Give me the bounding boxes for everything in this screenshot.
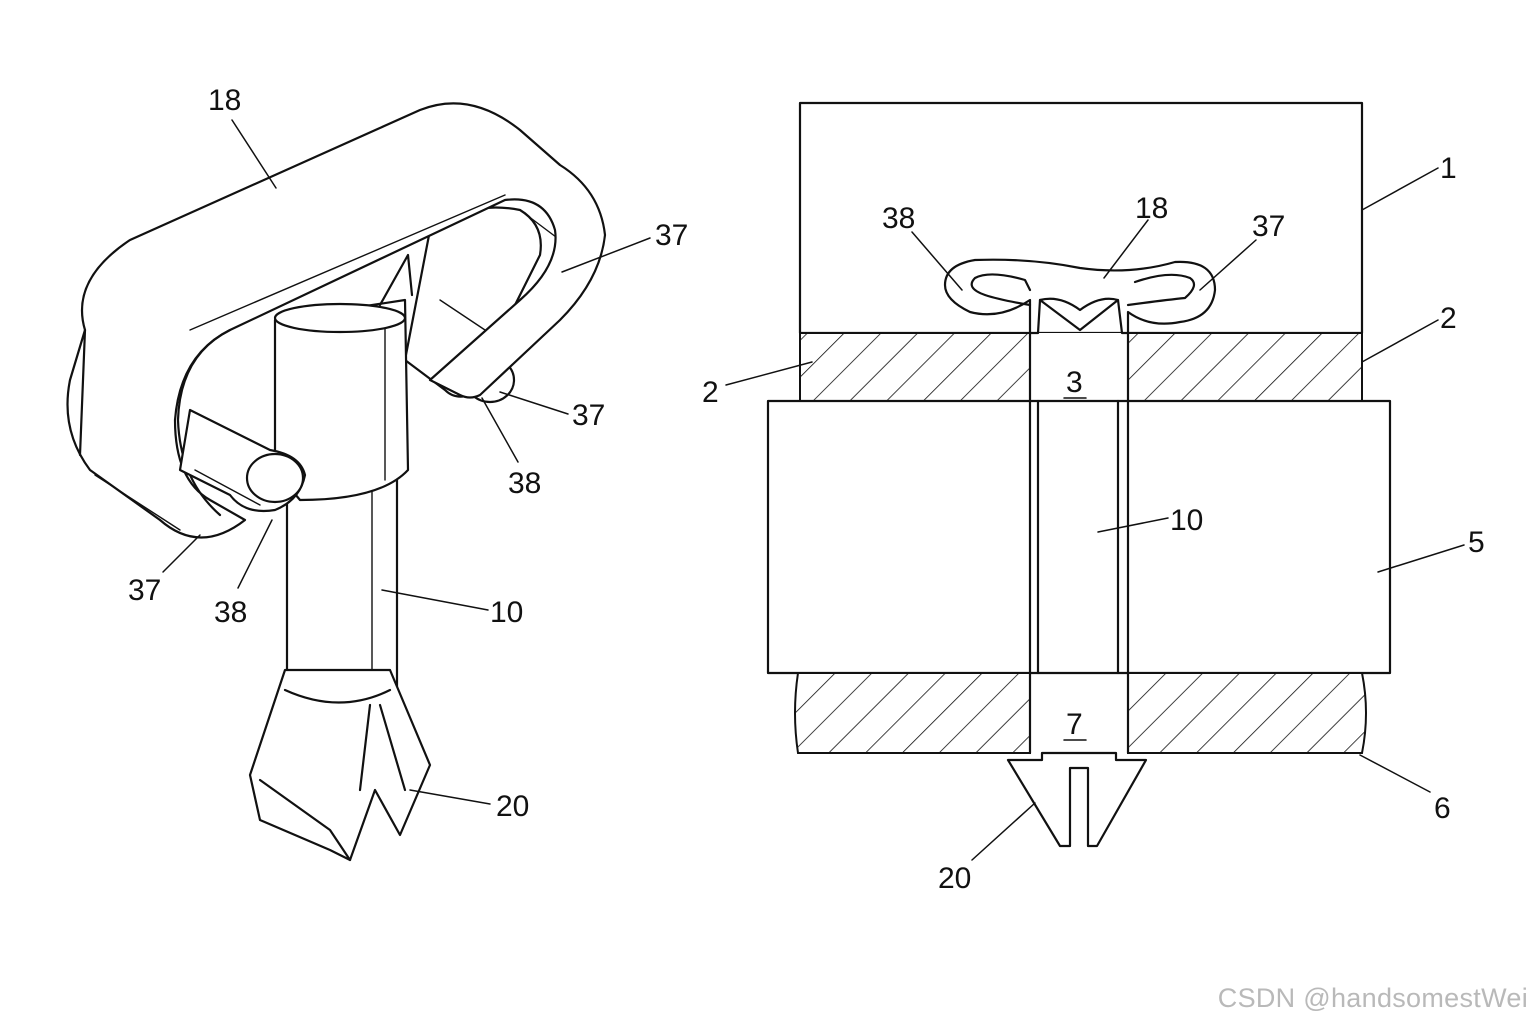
clip-head-18-section bbox=[943, 258, 1217, 335]
barb-20-section bbox=[1006, 751, 1148, 848]
leader-37-right bbox=[499, 391, 569, 415]
ref-20-section: 20 bbox=[938, 862, 971, 895]
layer-2-right bbox=[1127, 332, 1363, 402]
leader-37-back bbox=[561, 237, 651, 273]
leader-38-right bbox=[481, 397, 519, 463]
leader-38-left bbox=[237, 519, 273, 589]
watermark-text: CSDN @handsomestWei bbox=[1217, 983, 1528, 1013]
ref-18-section: 18 bbox=[1135, 192, 1168, 225]
leader-18-section bbox=[1103, 219, 1149, 279]
ref-1: 1 bbox=[1440, 152, 1457, 185]
leader-6 bbox=[1359, 754, 1431, 793]
ref-3: 3 bbox=[1066, 366, 1083, 399]
ref-38-section: 38 bbox=[882, 202, 915, 235]
leader-1 bbox=[1361, 167, 1439, 211]
ref-37-section: 37 bbox=[1252, 210, 1285, 243]
ref-6: 6 bbox=[1434, 792, 1451, 825]
leader-10-section bbox=[1097, 517, 1169, 533]
leader-20-section bbox=[971, 802, 1036, 861]
ref-18-left: 18 bbox=[208, 84, 241, 117]
collar-column bbox=[273, 253, 414, 502]
leader-2-left bbox=[725, 361, 813, 386]
ref-20-left: 20 bbox=[496, 790, 529, 823]
leader-2-right bbox=[1361, 319, 1439, 363]
leader-18-left bbox=[231, 119, 277, 189]
ref-7: 7 bbox=[1066, 708, 1083, 741]
leader-38-section bbox=[911, 231, 963, 291]
shank-10-section bbox=[1028, 331, 1130, 755]
clip-section-figure: 1 2 2 3 38 18 37 10 5 7 6 20 bbox=[702, 101, 1485, 895]
ref-2-left: 2 bbox=[702, 376, 719, 409]
lower-layer-6 bbox=[794, 672, 1367, 754]
leader-10-left bbox=[381, 589, 489, 611]
leader-37-section bbox=[1199, 239, 1257, 291]
shank-10 bbox=[285, 478, 399, 692]
barb-20 bbox=[248, 668, 432, 862]
hook-front-left bbox=[178, 408, 307, 513]
clip-perspective-figure: 18 37 37 38 37 38 10 20 bbox=[66, 84, 688, 862]
layer-2-left bbox=[799, 332, 1031, 402]
ref-37-back: 37 bbox=[655, 219, 688, 252]
clip-head-18 bbox=[66, 102, 607, 539]
ref-37-left: 37 bbox=[128, 574, 161, 607]
ref-38-right: 38 bbox=[508, 467, 541, 500]
leader-20-left bbox=[409, 789, 491, 805]
leader-37-left bbox=[162, 534, 201, 573]
ref-38-left: 38 bbox=[214, 596, 247, 629]
ref-10-section: 10 bbox=[1170, 504, 1203, 537]
leader-5 bbox=[1377, 544, 1465, 573]
ref-5: 5 bbox=[1468, 526, 1485, 559]
ref-2-right: 2 bbox=[1440, 302, 1457, 335]
ref-10-left: 10 bbox=[490, 596, 523, 629]
ref-37-right: 37 bbox=[572, 399, 605, 432]
